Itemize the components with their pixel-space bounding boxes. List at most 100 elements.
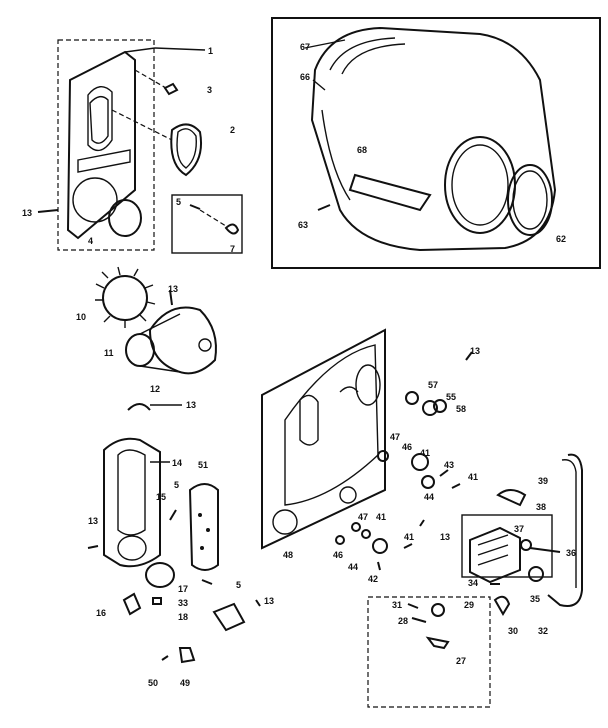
front-panel-door-opening	[87, 86, 113, 152]
drive-belt-32	[547, 453, 583, 607]
callout-41: 41	[468, 472, 478, 482]
blower-wheel-10	[102, 275, 148, 321]
callout-13: 13	[440, 532, 450, 542]
callout-10: 10	[76, 312, 86, 322]
motor-frame	[461, 514, 553, 578]
callout-38: 38	[536, 502, 546, 512]
callout-7: 7	[230, 244, 235, 254]
leader-dashed	[111, 109, 173, 141]
screw-13	[465, 351, 473, 361]
blower-inlet	[125, 333, 155, 367]
drum-rib	[321, 109, 351, 201]
callout-39: 39	[538, 476, 548, 486]
callout-67: 67	[300, 42, 310, 52]
callout-27: 27	[456, 656, 466, 666]
motor	[469, 526, 521, 584]
screw-13	[169, 289, 173, 306]
lint-duct-window	[117, 449, 146, 536]
screw-5	[201, 579, 213, 585]
roller-46	[335, 535, 345, 545]
callout-42: 42	[368, 574, 378, 584]
clip-43	[439, 469, 449, 477]
drum-front-opening	[444, 136, 516, 234]
roller-46	[377, 450, 389, 462]
leader-line	[304, 39, 346, 49]
leader-dashed	[134, 69, 167, 89]
callout-66: 66	[300, 72, 310, 82]
callout-1: 1	[208, 46, 213, 56]
clip-33	[152, 597, 162, 605]
callout-2: 2	[230, 125, 235, 135]
callout-11: 11	[104, 348, 114, 358]
bracket-16	[122, 592, 142, 616]
bulkhead-assembly: 13 48 57 55 58 47 46 41 43 44 41 47 41 4…	[261, 328, 480, 584]
callout-44: 44	[424, 492, 434, 502]
leader-dashed	[199, 209, 227, 227]
callout-14: 14	[172, 458, 182, 468]
leader-line	[312, 79, 326, 91]
idler-kit-assembly: 31 29 28 27	[367, 596, 491, 708]
screw-3	[163, 82, 179, 96]
callout-57: 57	[428, 380, 438, 390]
duct-connector-17	[145, 562, 175, 588]
screw-5	[189, 204, 201, 210]
screw-13	[419, 519, 425, 527]
screw-13	[37, 209, 59, 213]
callout-3: 3	[207, 85, 212, 95]
idler-bracket-30	[493, 595, 511, 616]
callout-15: 15	[156, 492, 166, 502]
callout-49: 49	[180, 678, 190, 688]
housing-edge	[139, 313, 181, 335]
callout-62: 62	[556, 234, 566, 244]
callout-13: 13	[168, 284, 178, 294]
callout-47: 47	[390, 432, 400, 442]
front-panel-frame	[57, 39, 155, 251]
bulkhead-rim	[339, 386, 359, 393]
housing-edge	[139, 365, 181, 373]
callout-5: 5	[174, 480, 179, 490]
callout-31: 31	[392, 600, 402, 610]
callout-46: 46	[333, 550, 343, 560]
pulley-29	[431, 603, 445, 617]
shaft-42	[377, 561, 381, 571]
lint-duct-outlet	[117, 535, 147, 561]
bearing-58	[433, 399, 447, 413]
hardware-box	[171, 194, 243, 254]
callout-32: 32	[538, 626, 548, 636]
callout-44: 44	[348, 562, 358, 572]
roller-47	[351, 522, 361, 532]
lint-screen-51	[188, 483, 219, 571]
shaft-41	[451, 483, 461, 489]
bracket-18	[212, 602, 246, 632]
screen-hole	[200, 546, 204, 550]
callout-41: 41	[376, 512, 386, 522]
blower-wheel-fins	[95, 266, 156, 328]
screen-hole	[198, 513, 202, 517]
motor-shaft-36	[529, 547, 561, 553]
callout-13: 13	[186, 400, 196, 410]
duct-cover-4	[108, 199, 142, 237]
motor-fins	[477, 534, 509, 566]
screen-hole	[206, 528, 210, 532]
callout-12: 12	[150, 384, 160, 394]
motor-pulley-37	[520, 539, 532, 551]
blower-assembly: 10 11 13 12 13 14 15 5 51 13 17 5 3	[76, 266, 274, 688]
callout-36: 36	[566, 548, 576, 558]
bulkhead-recess	[284, 344, 379, 506]
drum-seal-62	[507, 164, 553, 236]
callout-43: 43	[444, 460, 454, 470]
screw-13	[87, 545, 99, 549]
blower-hub	[198, 338, 212, 352]
callout-5: 5	[176, 197, 181, 207]
bracket-39	[496, 489, 527, 507]
callout-55: 55	[446, 392, 456, 402]
drum-rib	[329, 37, 396, 71]
front-panel-duct-opening	[72, 177, 118, 223]
callout-58: 58	[456, 404, 466, 414]
front-panel-assembly: 1 3 2 4 13 5 7	[22, 39, 243, 254]
callout-51: 51	[198, 460, 208, 470]
callout-16: 16	[96, 608, 106, 618]
shaft-41	[403, 543, 413, 549]
lint-duct-14	[103, 437, 161, 568]
drum-rib	[341, 43, 406, 75]
